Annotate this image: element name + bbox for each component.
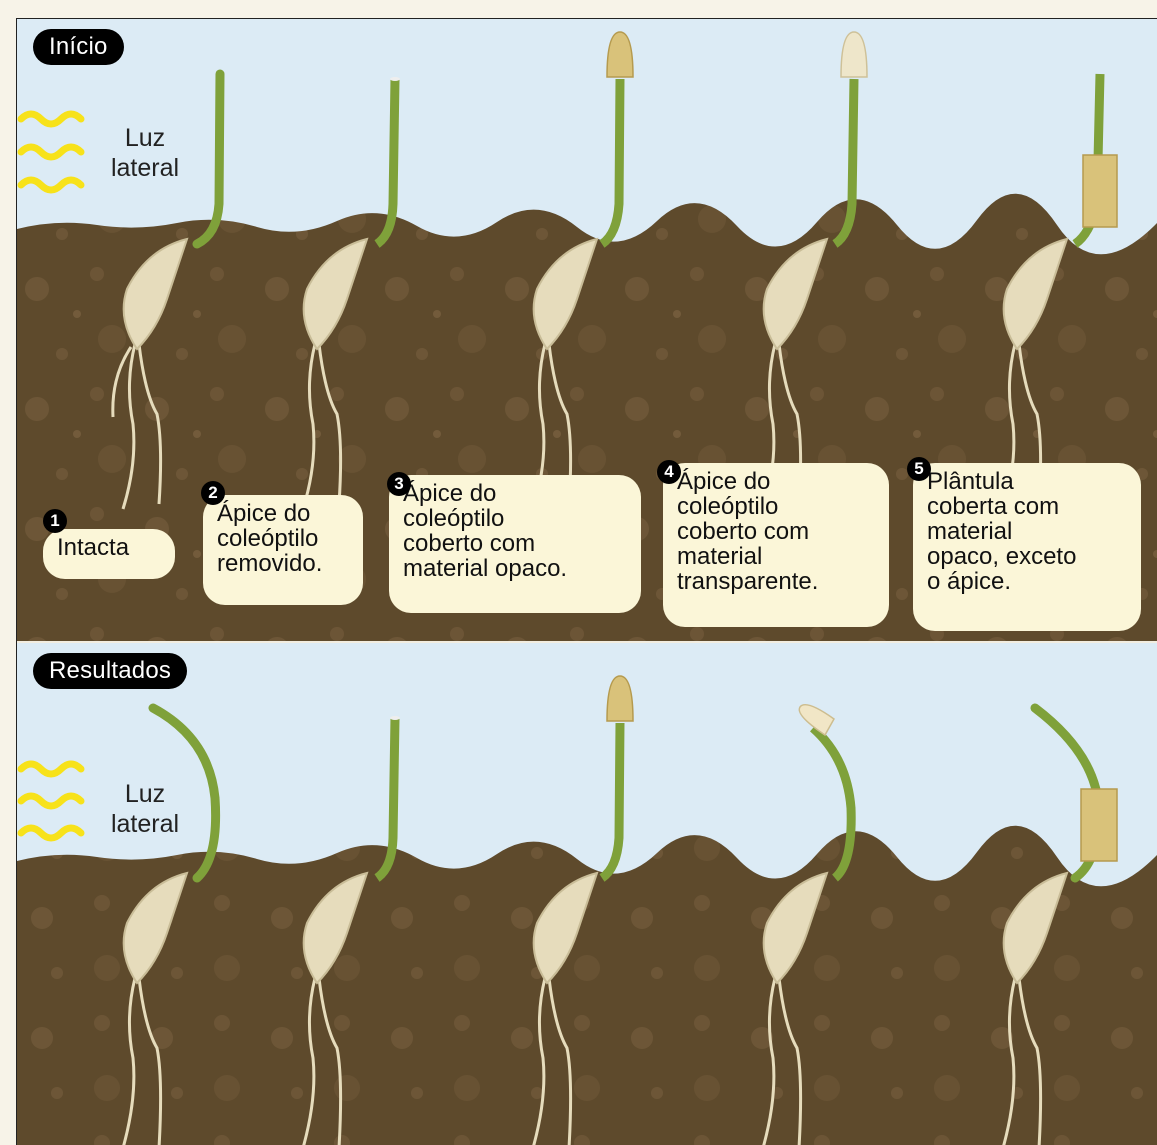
side-light-label: Luz lateral (97, 123, 193, 183)
side-light-line-2: lateral (97, 809, 193, 839)
results-scene (17, 643, 1157, 1145)
phototropism-figure: Início Luz lateral Intacta 1 Ápice do co… (16, 18, 1157, 1145)
step-number-2: 2 (201, 481, 225, 505)
caption-4-text: Ápice do coleóptilo coberto com material… (677, 469, 875, 594)
step-number-5: 5 (907, 457, 931, 481)
caption-1-text: Intacta (57, 535, 161, 560)
caption-2-text: Ápice do coleóptilo removido. (217, 501, 349, 576)
opaque-sleeve-icon (1081, 789, 1117, 861)
soil (17, 826, 1157, 1145)
caption-1: Intacta (43, 529, 175, 579)
results-label: Resultados (33, 653, 187, 689)
results-panel: Resultados Luz lateral (17, 641, 1157, 1145)
start-label: Início (33, 29, 124, 65)
step-number-1: 1 (43, 509, 67, 533)
step-number-4: 4 (657, 460, 681, 484)
caption-3: Ápice do coleóptilo coberto com material… (389, 475, 641, 613)
side-light-line-1: Luz (97, 779, 193, 809)
caption-5-text: Plântula coberta com material opaco, exc… (927, 469, 1127, 594)
caption-2: Ápice do coleóptilo removido. (203, 495, 363, 605)
opaque-sleeve-icon (1083, 155, 1117, 227)
caption-4: Ápice do coleóptilo coberto com material… (663, 463, 889, 627)
side-light-line-2: lateral (97, 153, 193, 183)
caption-5: Plântula coberta com material opaco, exc… (913, 463, 1141, 631)
side-light-label: Luz lateral (97, 779, 193, 839)
caption-3-text: Ápice do coleóptilo coberto com material… (403, 481, 627, 581)
step-number-3: 3 (387, 472, 411, 496)
side-light-line-1: Luz (97, 123, 193, 153)
start-panel: Início Luz lateral Intacta 1 Ápice do co… (17, 19, 1157, 641)
